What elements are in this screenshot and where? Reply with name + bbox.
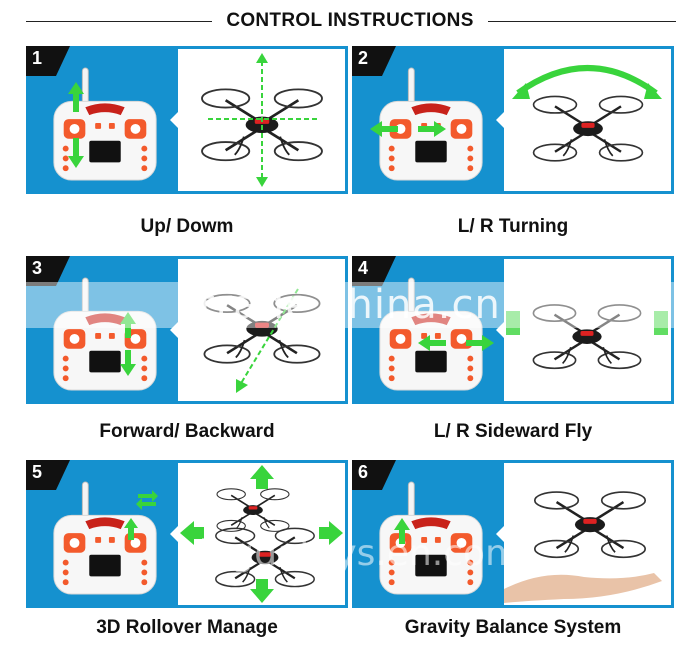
badge-shape <box>352 460 396 490</box>
drone-photo <box>178 463 345 605</box>
badge-shape <box>26 256 70 286</box>
watermark-band <box>0 282 700 328</box>
drone-photo <box>178 259 345 401</box>
rotation-arrow-icon <box>512 65 662 99</box>
step-number: 5 <box>32 462 43 482</box>
forward-backward-arrow-icon <box>120 312 136 376</box>
hand-icon <box>504 573 662 603</box>
badge-shape <box>352 46 396 76</box>
step-badge: 5 <box>26 460 70 490</box>
step-number: 3 <box>32 258 43 278</box>
photo-pointer <box>496 524 506 544</box>
side-move-arrow-icon <box>506 311 668 335</box>
watermark-site: singdatoys.en.com <box>179 533 521 574</box>
drone-photo <box>178 49 345 191</box>
instruction-panel-1: 1 <box>26 46 348 194</box>
header-rule-left <box>26 21 212 22</box>
instruction-panel-6: 6 <box>352 460 674 608</box>
badge-shape <box>26 46 70 76</box>
photo-pointer <box>496 320 506 340</box>
drone-photo <box>504 259 671 401</box>
header-rule-right <box>488 21 676 22</box>
caption-gravity-balance: Gravity Balance System <box>404 617 622 638</box>
caption-lr-turning: L/ R Turning <box>457 216 569 237</box>
badge-shape <box>352 256 396 286</box>
caption-3d-rollover: 3D Rollover Manage <box>96 617 278 638</box>
up-down-arrow-icon <box>68 82 84 168</box>
diagonal-axis-icon <box>236 288 299 393</box>
page-title: CONTROL INSTRUCTIONS <box>226 10 474 31</box>
flip-button-icon <box>136 490 158 510</box>
sideward-arrow-icon <box>418 335 494 351</box>
drone-photo <box>504 49 671 191</box>
step-badge: 1 <box>26 46 70 76</box>
step-number: 2 <box>358 48 369 68</box>
step-badge: 3 <box>26 256 70 286</box>
balance-arrow-icon <box>394 518 410 544</box>
instruction-panel-4: 4 <box>352 256 674 404</box>
step-number: 6 <box>358 462 369 482</box>
step-number: 1 <box>32 48 43 68</box>
photo-pointer <box>496 110 506 130</box>
instruction-panel-5: 5 <box>26 460 348 608</box>
controller-image <box>46 60 164 186</box>
instruction-panel-3: 3 <box>26 256 348 404</box>
photo-pointer <box>170 320 180 340</box>
watermark-trade: trade.china.cn <box>199 282 501 328</box>
section-header: CONTROL INSTRUCTIONS <box>0 6 700 36</box>
step-badge: 2 <box>352 46 396 76</box>
step-badge: 4 <box>352 256 396 286</box>
instruction-panel-2: 2 <box>352 46 674 194</box>
rollover-direction-icon <box>180 465 343 603</box>
photo-pointer <box>170 110 180 130</box>
vertical-axis-icon <box>208 53 318 187</box>
step-badge: 6 <box>352 460 396 490</box>
caption-up-down: Up/ Dowm <box>140 216 234 237</box>
left-right-arrow-icon <box>370 121 446 137</box>
caption-sideward-fly: L/ R Sideward Fly <box>433 421 593 442</box>
rollover-arrow-icon <box>124 518 138 540</box>
caption-forward-backward: Forward/ Backward <box>99 421 275 442</box>
badge-shape <box>26 460 70 490</box>
step-number: 4 <box>358 258 369 278</box>
photo-pointer <box>170 524 180 544</box>
drone-photo <box>504 463 671 605</box>
